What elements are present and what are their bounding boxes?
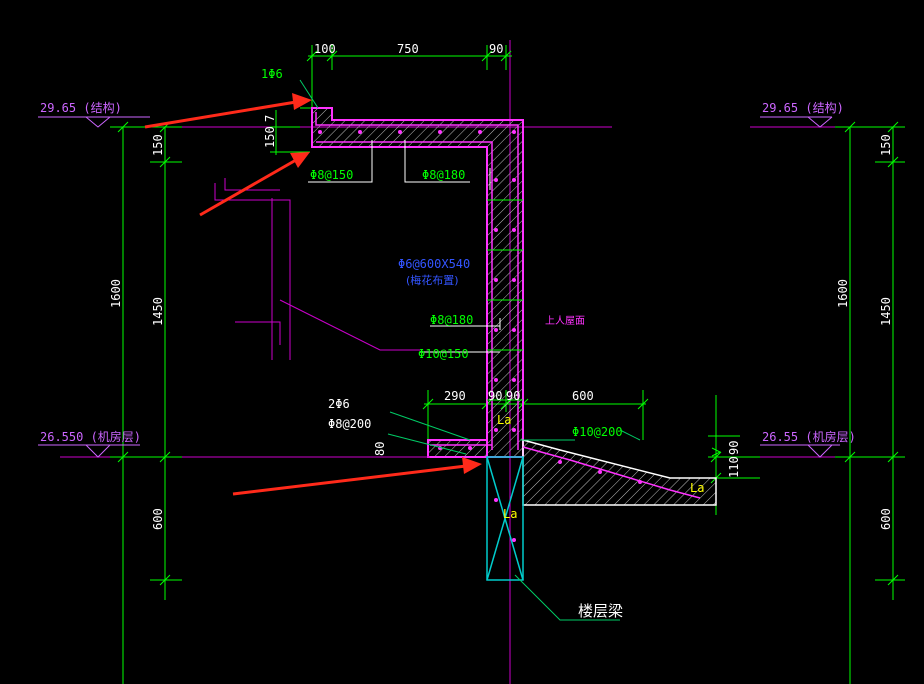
roof-note: 上人屋面 xyxy=(545,315,585,327)
level-markers xyxy=(38,116,840,458)
rebar-phi6-600x540: Φ6@600X540 xyxy=(398,257,470,271)
dim-right-1450: 1450 xyxy=(879,297,893,326)
arrow-1 xyxy=(144,100,297,129)
rebar-2phi6: 2Φ6 xyxy=(328,397,350,411)
rebar-phi10-150: Φ10@150 xyxy=(418,347,469,361)
dim-top-750: 750 xyxy=(397,42,419,56)
dim-left-150: 150 xyxy=(151,134,165,156)
arrow-2 xyxy=(199,158,297,217)
rebar-phi8-180-wall: Φ8@180 xyxy=(430,313,473,327)
dim-slab-150: 150 xyxy=(263,126,277,148)
rebar-labels: 1Φ6 Φ8@150 Φ8@180 Φ6@600X540 (梅花布置) Φ8@1… xyxy=(261,67,623,439)
existing-elements xyxy=(214,178,430,458)
rebar-phi8-200: Φ8@200 xyxy=(328,417,371,431)
dim-right-600: 600 xyxy=(879,508,893,530)
note-labels: 上人屋面 楼层梁 La La La xyxy=(497,315,704,620)
dim-mid-600: 600 xyxy=(572,389,594,403)
rebar-phi10-200: Φ10@200 xyxy=(572,425,623,439)
rebar-phi6-note: (梅花布置) xyxy=(406,273,459,287)
dim-right-150: 150 xyxy=(879,134,893,156)
left-dimension-chain xyxy=(110,121,182,684)
level-roof-right: 29.65 (结构) xyxy=(762,100,844,115)
rebar-phi8-180-top: Φ8@180 xyxy=(422,168,465,182)
dim-top-90: 90 xyxy=(489,42,503,56)
dim-left-600: 600 xyxy=(151,508,165,530)
rebar-lines xyxy=(315,112,701,499)
level-lines xyxy=(60,126,900,458)
dim-mid-90b: 90 xyxy=(506,389,520,403)
slab-edge-dimension xyxy=(270,107,318,155)
rebar-phi8-150: Φ8@150 xyxy=(310,168,353,182)
dim-step-110: 110 xyxy=(727,456,741,478)
stirrup-ticks xyxy=(487,199,523,401)
dim-slab-7: 7 xyxy=(263,115,277,122)
arrow-3 xyxy=(232,464,467,496)
floor-beam-label: 楼层梁 xyxy=(578,602,623,620)
dim-left-1450: 1450 xyxy=(151,297,165,326)
level-labels: 29.65 (结构) 29.65 (结构) 26.550 (机房层) 26.55… xyxy=(40,100,856,444)
lap-label-1: La xyxy=(497,413,511,427)
lap-label-3: La xyxy=(690,481,704,495)
dim-top-100: 100 xyxy=(314,42,336,56)
level-machine-right: 26.55 (机房层) xyxy=(762,429,856,444)
machine-floor-step xyxy=(427,439,488,458)
rebar-leaders xyxy=(308,140,501,353)
rebar-1phi6: 1Φ6 xyxy=(261,67,283,81)
dim-right-1600: 1600 xyxy=(836,279,850,308)
dimension-labels: 100 750 90 290 90 90 600 150 1450 1600 6… xyxy=(109,42,893,530)
dim-mid-290: 290 xyxy=(444,389,466,403)
dim-step-90: 90 xyxy=(727,441,741,455)
green-leaders xyxy=(299,79,641,621)
dim-mid-90a: 90 xyxy=(488,389,502,403)
lap-label-2: La xyxy=(503,507,517,521)
annotation-arrows xyxy=(144,93,482,496)
dim-step-80: 80 xyxy=(373,442,387,456)
level-roof-left: 29.65 (结构) xyxy=(40,100,122,115)
right-dimension-chain xyxy=(835,121,905,684)
level-machine-left: 26.550 (机房层) xyxy=(40,429,141,444)
rebar-dots xyxy=(318,130,642,542)
floor-beam xyxy=(486,456,524,581)
dim-left-1600: 1600 xyxy=(109,279,123,308)
